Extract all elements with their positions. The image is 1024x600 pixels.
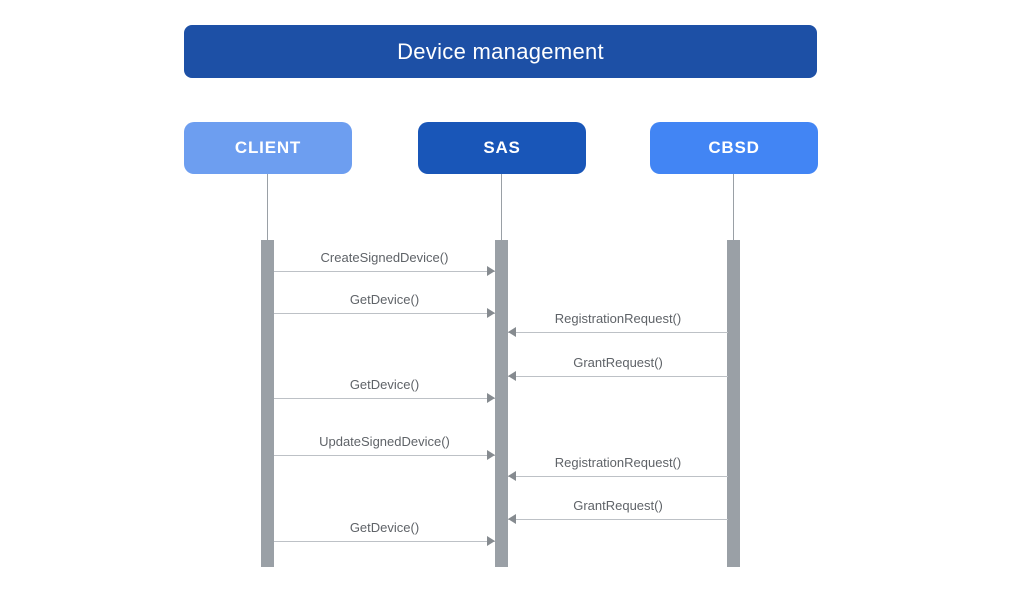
message-registration-request-2: RegistrationRequest(): [508, 455, 728, 481]
message-get-device-2: GetDevice(): [274, 377, 495, 403]
message-label: RegistrationRequest(): [554, 311, 682, 326]
message-arrow-left-icon: [508, 471, 728, 481]
message-get-device-1: GetDevice(): [274, 292, 495, 318]
actor-box-sas: SAS: [418, 122, 586, 174]
message-get-device-3: GetDevice(): [274, 520, 495, 546]
message-arrow-right-icon: [274, 308, 495, 318]
message-arrow-left-icon: [508, 371, 728, 381]
actor-label-client: CLIENT: [234, 138, 302, 157]
message-label: GetDevice(): [349, 292, 420, 307]
message-label: GrantRequest(): [573, 355, 663, 370]
message-arrow-left-icon: [508, 327, 728, 337]
activation-bar-cbsd: [727, 240, 740, 567]
message-label: RegistrationRequest(): [554, 455, 682, 470]
message-arrow-right-icon: [274, 393, 495, 403]
message-arrow-left-icon: [508, 514, 728, 524]
message-grant-request-2: GrantRequest(): [508, 498, 728, 524]
message-create-signed-device: CreateSignedDevice(): [274, 250, 495, 276]
actor-label-cbsd: CBSD: [708, 138, 760, 157]
lifeline-cbsd: [733, 174, 734, 240]
message-label: UpdateSignedDevice(): [319, 434, 450, 449]
message-grant-request-1: GrantRequest(): [508, 355, 728, 381]
activation-bar-sas: [495, 240, 508, 567]
message-update-signed-device: UpdateSignedDevice(): [274, 434, 495, 460]
actor-box-cbsd: CBSD: [650, 122, 818, 174]
lifeline-client: [267, 174, 268, 240]
message-arrow-right-icon: [274, 266, 495, 276]
diagram-title-bar: Device management: [184, 25, 817, 78]
message-arrow-right-icon: [274, 450, 495, 460]
actor-label-sas: SAS: [483, 138, 521, 157]
lifeline-sas: [501, 174, 502, 240]
message-label: GetDevice(): [349, 520, 420, 535]
message-registration-request-1: RegistrationRequest(): [508, 311, 728, 337]
message-label: GrantRequest(): [573, 498, 663, 513]
message-arrow-right-icon: [274, 536, 495, 546]
actor-box-client: CLIENT: [184, 122, 352, 174]
activation-bar-client: [261, 240, 274, 567]
diagram-title: Device management: [397, 38, 604, 64]
message-label: GetDevice(): [349, 377, 420, 392]
message-label: CreateSignedDevice(): [320, 250, 449, 265]
